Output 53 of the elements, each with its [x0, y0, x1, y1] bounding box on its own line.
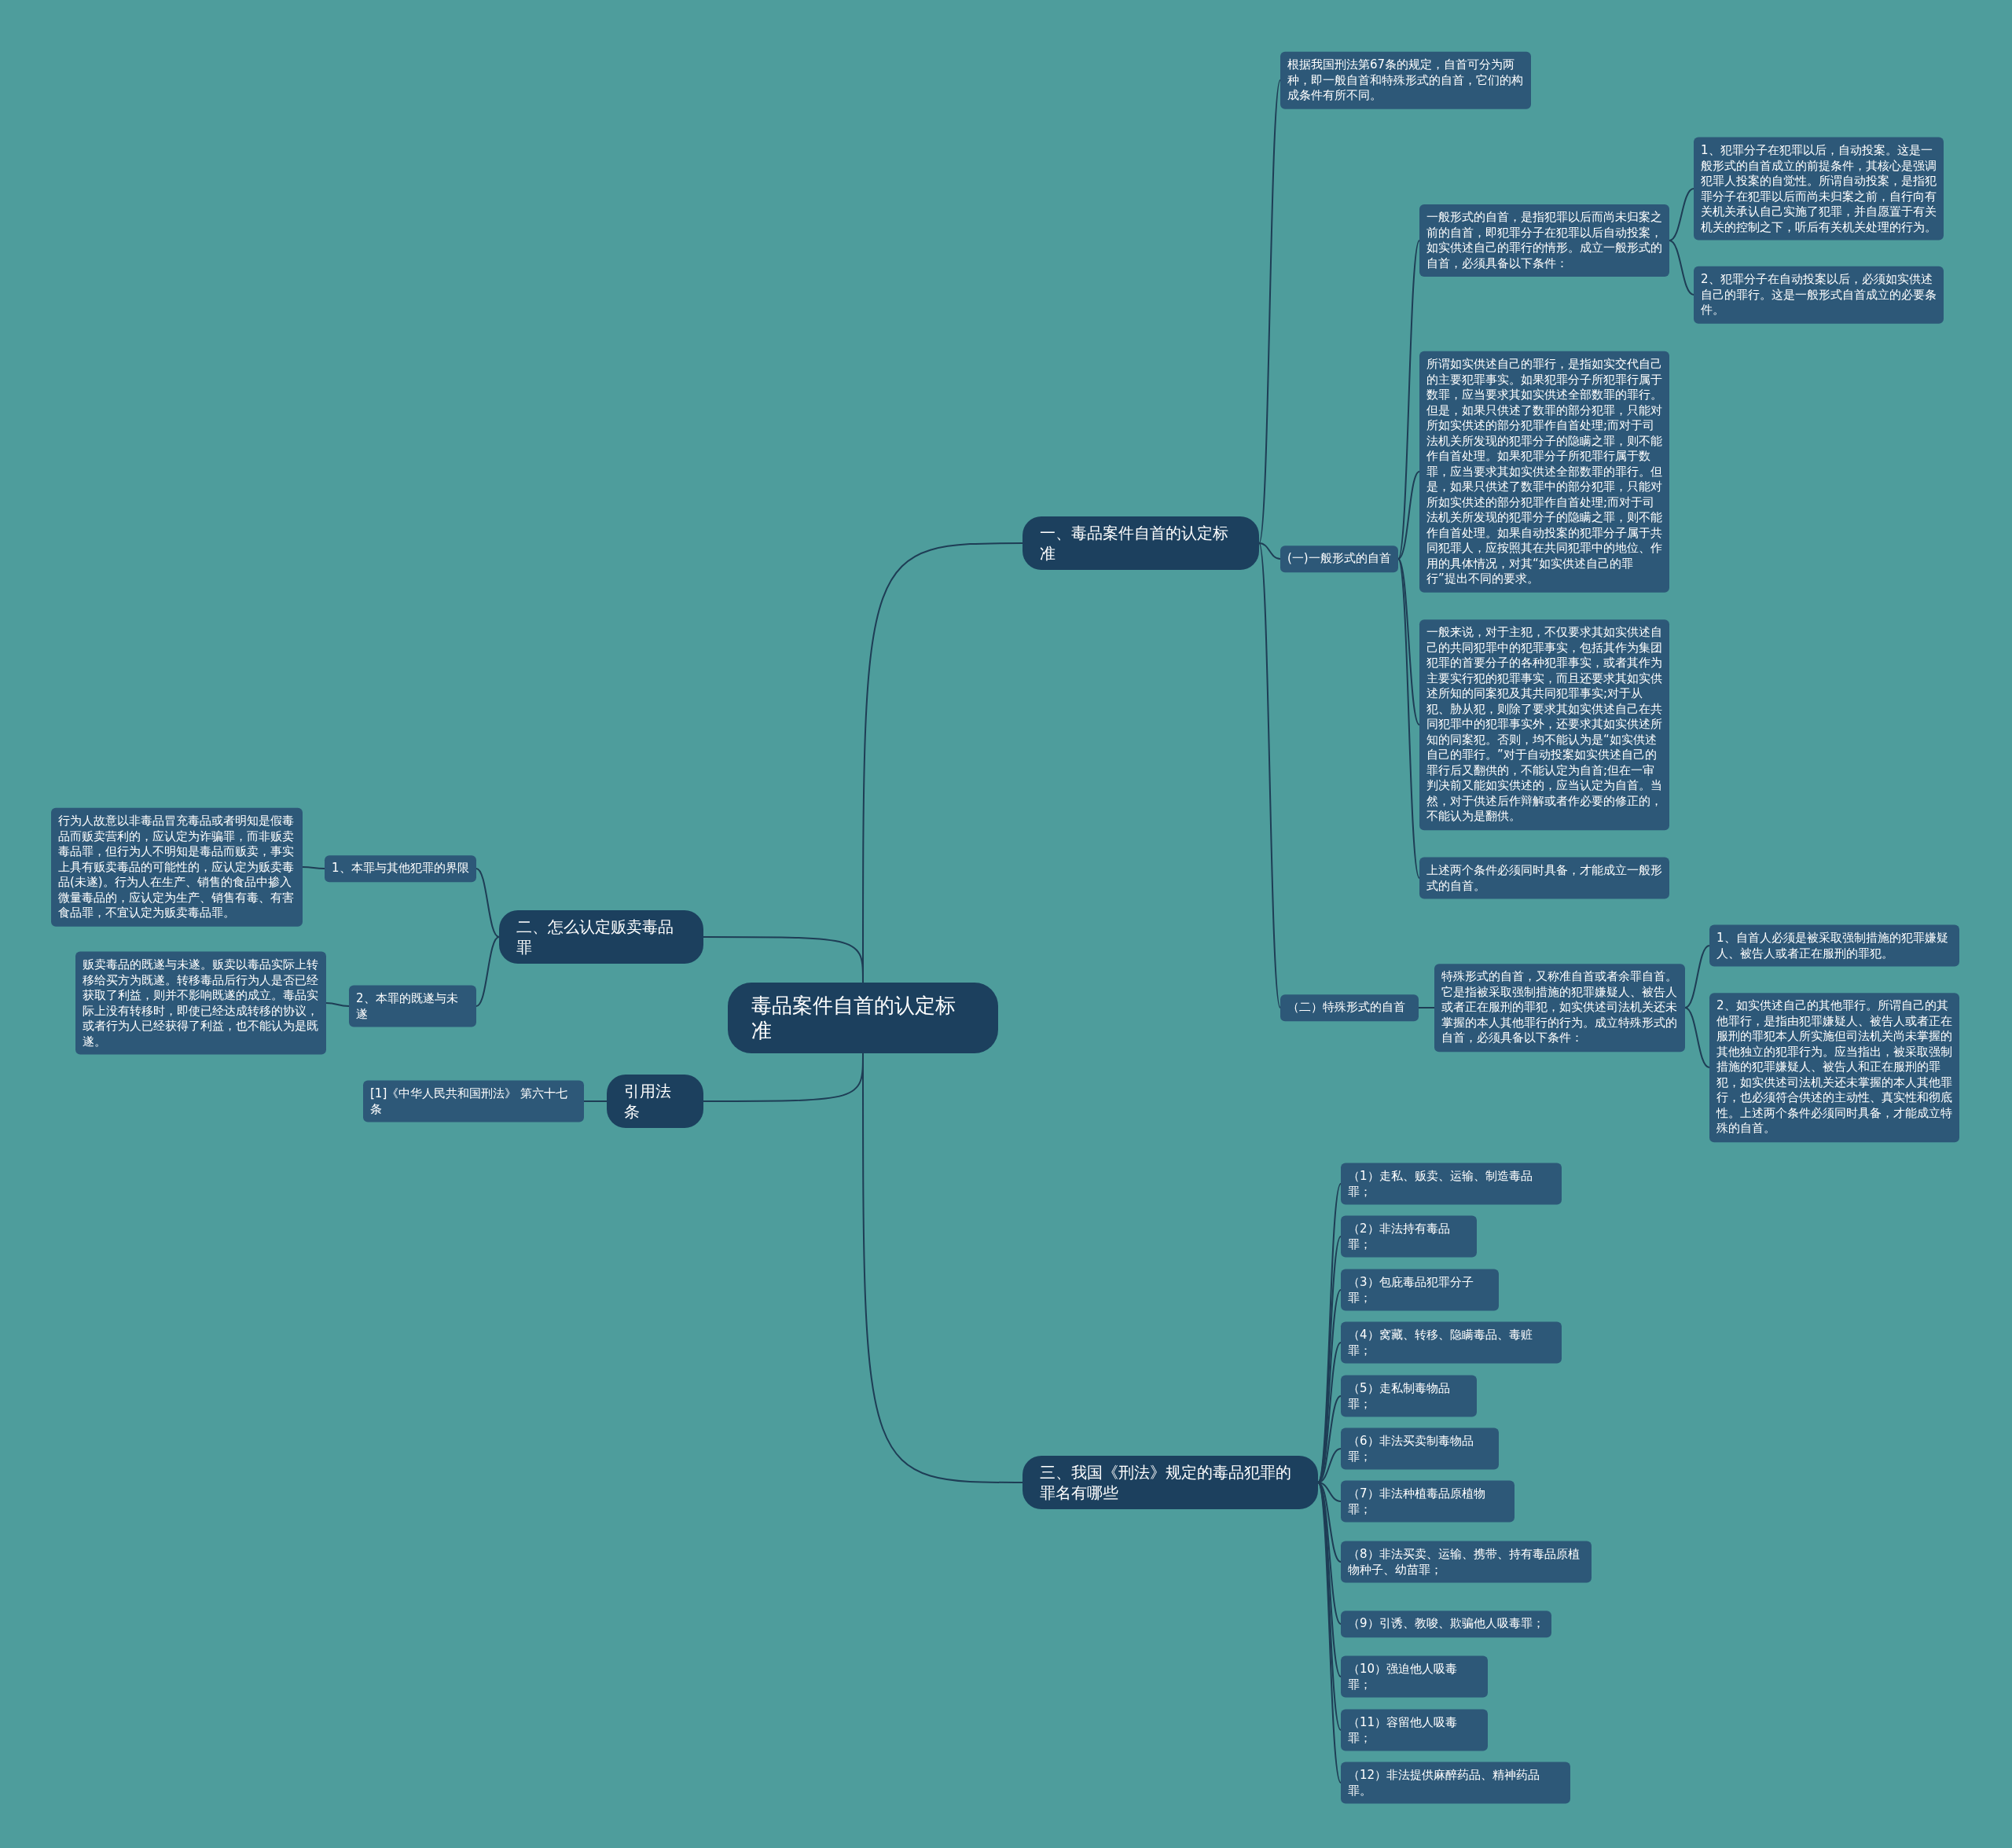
connector-line [475, 868, 500, 938]
connector-line [1397, 471, 1420, 560]
connector-line [1317, 1482, 1342, 1784]
topic-pill: 一、毒品案件自首的认定标准 [1023, 516, 1259, 570]
connector-line [325, 1002, 350, 1007]
text-box: 1、本罪与其他犯罪的界限 [325, 855, 476, 882]
text-box: 特殊形式的自首，又称准自首或者余罪自首。它是指被采取强制措施的犯罪嫌疑人、被告人或者正在服刑的罪犯，如实供述司法机关还未掌握的本人其他罪行的行为。成立特殊形式的自首，必须具备以下条件： [1434, 964, 1685, 1052]
central-topic: 毒品案件自首的认定标准 [728, 983, 998, 1053]
connector-line [583, 1100, 608, 1102]
text-box: （8）非法买卖、运输、携带、持有毒品原植物种子、幼苗罪； [1341, 1541, 1592, 1583]
text-box: （11）容留他人吸毒罪； [1341, 1709, 1488, 1751]
text-box: （4）窝藏、转移、隐瞒毒品、毒赃罪； [1341, 1321, 1562, 1364]
connector-line [1258, 542, 1281, 560]
text-box: 2、本罪的既遂与未遂 [349, 985, 476, 1027]
connector-line [1397, 558, 1420, 879]
connector-line [475, 936, 500, 1007]
text-box: 1、自首人必须是被采取强制措施的犯罪嫌疑人、被告人或者正在服刑的罪犯。 [1709, 924, 1959, 967]
text-box: 一般形式的自首，是指犯罪以后而尚未归案之前的自首，即犯罪分子在犯罪以后自动投案，如实供述自己的罪行的情形。成立一般形式的自首，必须具备以下条件： [1419, 204, 1669, 277]
connector-line [1397, 240, 1420, 560]
text-box: 一般来说，对于主犯，不仅要求其如实供述自己的共同犯罪中的犯罪事实，包括其作为集团犯罪的首要分子的各种犯罪事实，或者其作为主要实行犯的犯罪事实，而且还要求其如实供述所知的同案犯及其共同犯罪事实;对于从犯、胁从犯，则除了要求其如实供述自己在共同犯罪中的犯罪事实外，还要求其如实供述所知的同案犯。否则，均不能认为是“如实供述自己的罪行。”对于自动投案如实供述自己的罪行后又翻供的，不能认定为自首;但在一审判决前又能如实供述的，应当认定为自首。当然，对于供述后作辩解或者作必要的修正的，不能认为是翻供。 [1419, 619, 1669, 830]
connector-line [1418, 1007, 1435, 1009]
connector-line [1258, 79, 1281, 544]
text-box: （9）引诱、教唆、欺骗他人吸毒罪； [1341, 1611, 1551, 1637]
connector-line [302, 866, 325, 869]
connector-line [1397, 558, 1420, 726]
text-box: 2、如实供述自己的其他罪行。所谓自己的其他罪行，是指由犯罪嫌疑人、被告人或者正在服刑的罪犯本人所实施但司法机关尚未掌握的其他独立的犯罪行为。应当指出，被采取强制措施的犯罪嫌疑人、被告人和正在服刑的罪犯，如实供述司法机关还未掌握的本人其他罪行，也必须符合供述的主动性、真实性和彻底性。上述两个条件必须同时具备，才能成立特殊的自首。 [1709, 993, 1959, 1142]
topic-pill: 二、怎么认定贩卖毒品罪 [499, 910, 703, 964]
text-box: （3）包庇毒品犯罪分子罪； [1341, 1269, 1499, 1311]
text-box: （5）走私制毒物品罪； [1341, 1375, 1477, 1417]
topic-pill: 三、我国《刑法》规定的毒品犯罪的罪名有哪些 [1023, 1456, 1318, 1509]
text-box: [1]《中华人民共和国刑法》 第六十七条 [363, 1080, 584, 1122]
topic-pill: 引用法条 [607, 1075, 703, 1128]
text-box: 1、犯罪分子在犯罪以后，自动投案。这是一般形式的自首成立的前提条件，其核心是强调犯罪人投案的自觉性。所谓自动投案，是指犯罪分子在犯罪以后而尚未归案之前，自行向有关机关承认自己实施了犯罪，并自愿置于有关机关的控制之下，听后有关机关处理的行为。 [1694, 137, 1944, 241]
text-box: （6）非法买卖制毒物品罪； [1341, 1427, 1499, 1470]
connector-line [1669, 240, 1694, 296]
text-box: （7）非法种植毒品原植物罪； [1341, 1480, 1515, 1523]
text-box: 2、犯罪分子在自动投案以后，必须如实供述自己的罪行。这是一般形式自首成立的必要条件。 [1694, 266, 1944, 324]
text-box: （2）非法持有毒品罪； [1341, 1215, 1477, 1258]
text-box: （10）强迫他人吸毒罪； [1341, 1655, 1488, 1698]
text-box: 上述两个条件必须同时具备，才能成立一般形式的自首。 [1419, 857, 1669, 899]
connector-line [1684, 1007, 1710, 1068]
text-box: （二）特殊形式的自首 [1280, 994, 1419, 1021]
text-box: 所谓如实供述自己的罪行，是指如实交代自己的主要犯罪事实。如果犯罪分子所犯罪行属于数罪，应当要求其如实供述全部数罪的罪行。但是，如果只供述了数罪的部分犯罪，只能对所如实供述的部分犯罪作自首处理;而对于司法机关所发现的犯罪分子的隐瞒之罪，则不能作自首处理。如果犯罪分子所犯罪行属于数罪，应当要求其如实供述全部数罪的罪行。但是，如果只供述了数罪中的部分犯罪，只能对所如实供述的部分犯罪作自首处理;而对于司法机关所发现的犯罪分子的隐瞒之罪，则不能作自首处理。如果自动投案的犯罪分子属于共同犯罪人，应按照其在共同犯罪中的地位、作用的具体情况，对其“如实供述自己的罪行”提出不同的要求。 [1419, 351, 1669, 593]
text-box: （12）非法提供麻醉药品、精神药品罪。 [1341, 1762, 1570, 1804]
text-box: 贩卖毒品的既遂与未遂。贩卖以毒品实际上转移给买方为既遂。转移毒品后行为人是否已经获取了利益，则并不影响既遂的成立。毒品实际上没有转移时，即使已经达成转移的协议，或者行为人已经获得了利益，也不能认为是既遂。 [75, 951, 326, 1055]
text-box: (一)一般形式的自首 [1280, 546, 1398, 572]
text-box: 行为人故意以非毒品冒充毒品或者明知是假毒品而贩卖营利的，应认定为诈骗罪，而非贩卖毒品罪，但行为人不明知是毒品而贩卖，事实上具有贩卖毒品的可能性的，应认定为贩卖毒品(未遂)。行为人在生产、销售的食品中掺入微量毒品的，应认定为生产、销售有毒、有害食品罪，不宜认定为贩卖毒品罪。 [51, 807, 303, 927]
text-box: （1）走私、贩卖、运输、制造毒品罪； [1341, 1163, 1562, 1205]
connector-line [1684, 945, 1710, 1009]
text-box: 根据我国刑法第67条的规定，自首可分为两种，即一般自首和特殊形式的自首，它们的构成条件有所不同。 [1280, 51, 1531, 109]
connector-line [703, 936, 864, 983]
connector-line [1258, 542, 1281, 1009]
connector-line [1669, 188, 1694, 241]
